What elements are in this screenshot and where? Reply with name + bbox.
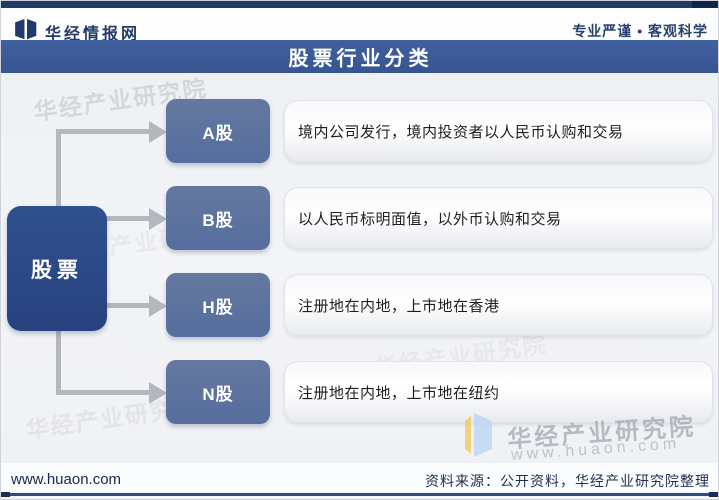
root-node-stock: 股票 <box>7 206 107 331</box>
footer-website: www.huaon.com <box>11 471 122 488</box>
category-box-a-share: A股 <box>166 99 270 163</box>
connector-n <box>56 390 150 395</box>
category-box-h-share: H股 <box>166 273 270 337</box>
huaon-logo-icon <box>15 19 37 40</box>
description-box-n-share: 注册地在内地，上市地在纽约 <box>284 361 713 423</box>
title-bar: 股票行业分类 <box>1 40 718 73</box>
top-accent-strip <box>1 1 718 8</box>
arrowhead-a-icon <box>149 121 167 143</box>
page-title: 股票行业分类 <box>288 48 433 70</box>
description-text: 境内公司发行，境内投资者以人民币认购和交易 <box>298 123 624 141</box>
description-box-h-share: 注册地在内地，上市地在香港 <box>284 274 713 336</box>
footer-divider-cap-left <box>1 492 10 497</box>
connector-h <box>105 303 150 308</box>
connector-vertical-bottom <box>56 329 61 394</box>
description-text: 以人民币标明面值，以外币认购和交易 <box>298 210 562 228</box>
huaon-watermark-logo-icon <box>465 413 492 457</box>
footer-divider-cap-right <box>709 492 718 497</box>
header-slogan: 专业严谨 • 客观科学 <box>572 23 708 39</box>
footer-divider-line <box>7 493 714 496</box>
footer-source-note: 资料来源：公开资料，华经产业研究院整理 <box>425 473 710 489</box>
arrowhead-n-icon <box>149 382 167 404</box>
category-box-b-share: B股 <box>166 186 270 250</box>
description-text: 注册地在内地，上市地在纽约 <box>298 384 500 402</box>
brand-name: 华经情报网 <box>45 26 141 43</box>
arrowhead-b-icon <box>149 208 167 230</box>
description-text: 注册地在内地，上市地在香港 <box>298 297 500 315</box>
category-box-n-share: N股 <box>166 360 270 424</box>
description-box-b-share: 以人民币标明面值，以外币认购和交易 <box>284 187 713 249</box>
connector-vertical-top <box>56 129 61 209</box>
arrowhead-h-icon <box>149 295 167 317</box>
connector-a <box>56 129 150 134</box>
connector-b <box>105 216 150 221</box>
footer-band <box>1 463 718 492</box>
top-accent-strip-end <box>692 1 718 8</box>
description-box-a-share: 境内公司发行，境内投资者以人民币认购和交易 <box>284 100 713 162</box>
header-band: 华经情报网 专业严谨 • 客观科学 <box>1 8 718 43</box>
